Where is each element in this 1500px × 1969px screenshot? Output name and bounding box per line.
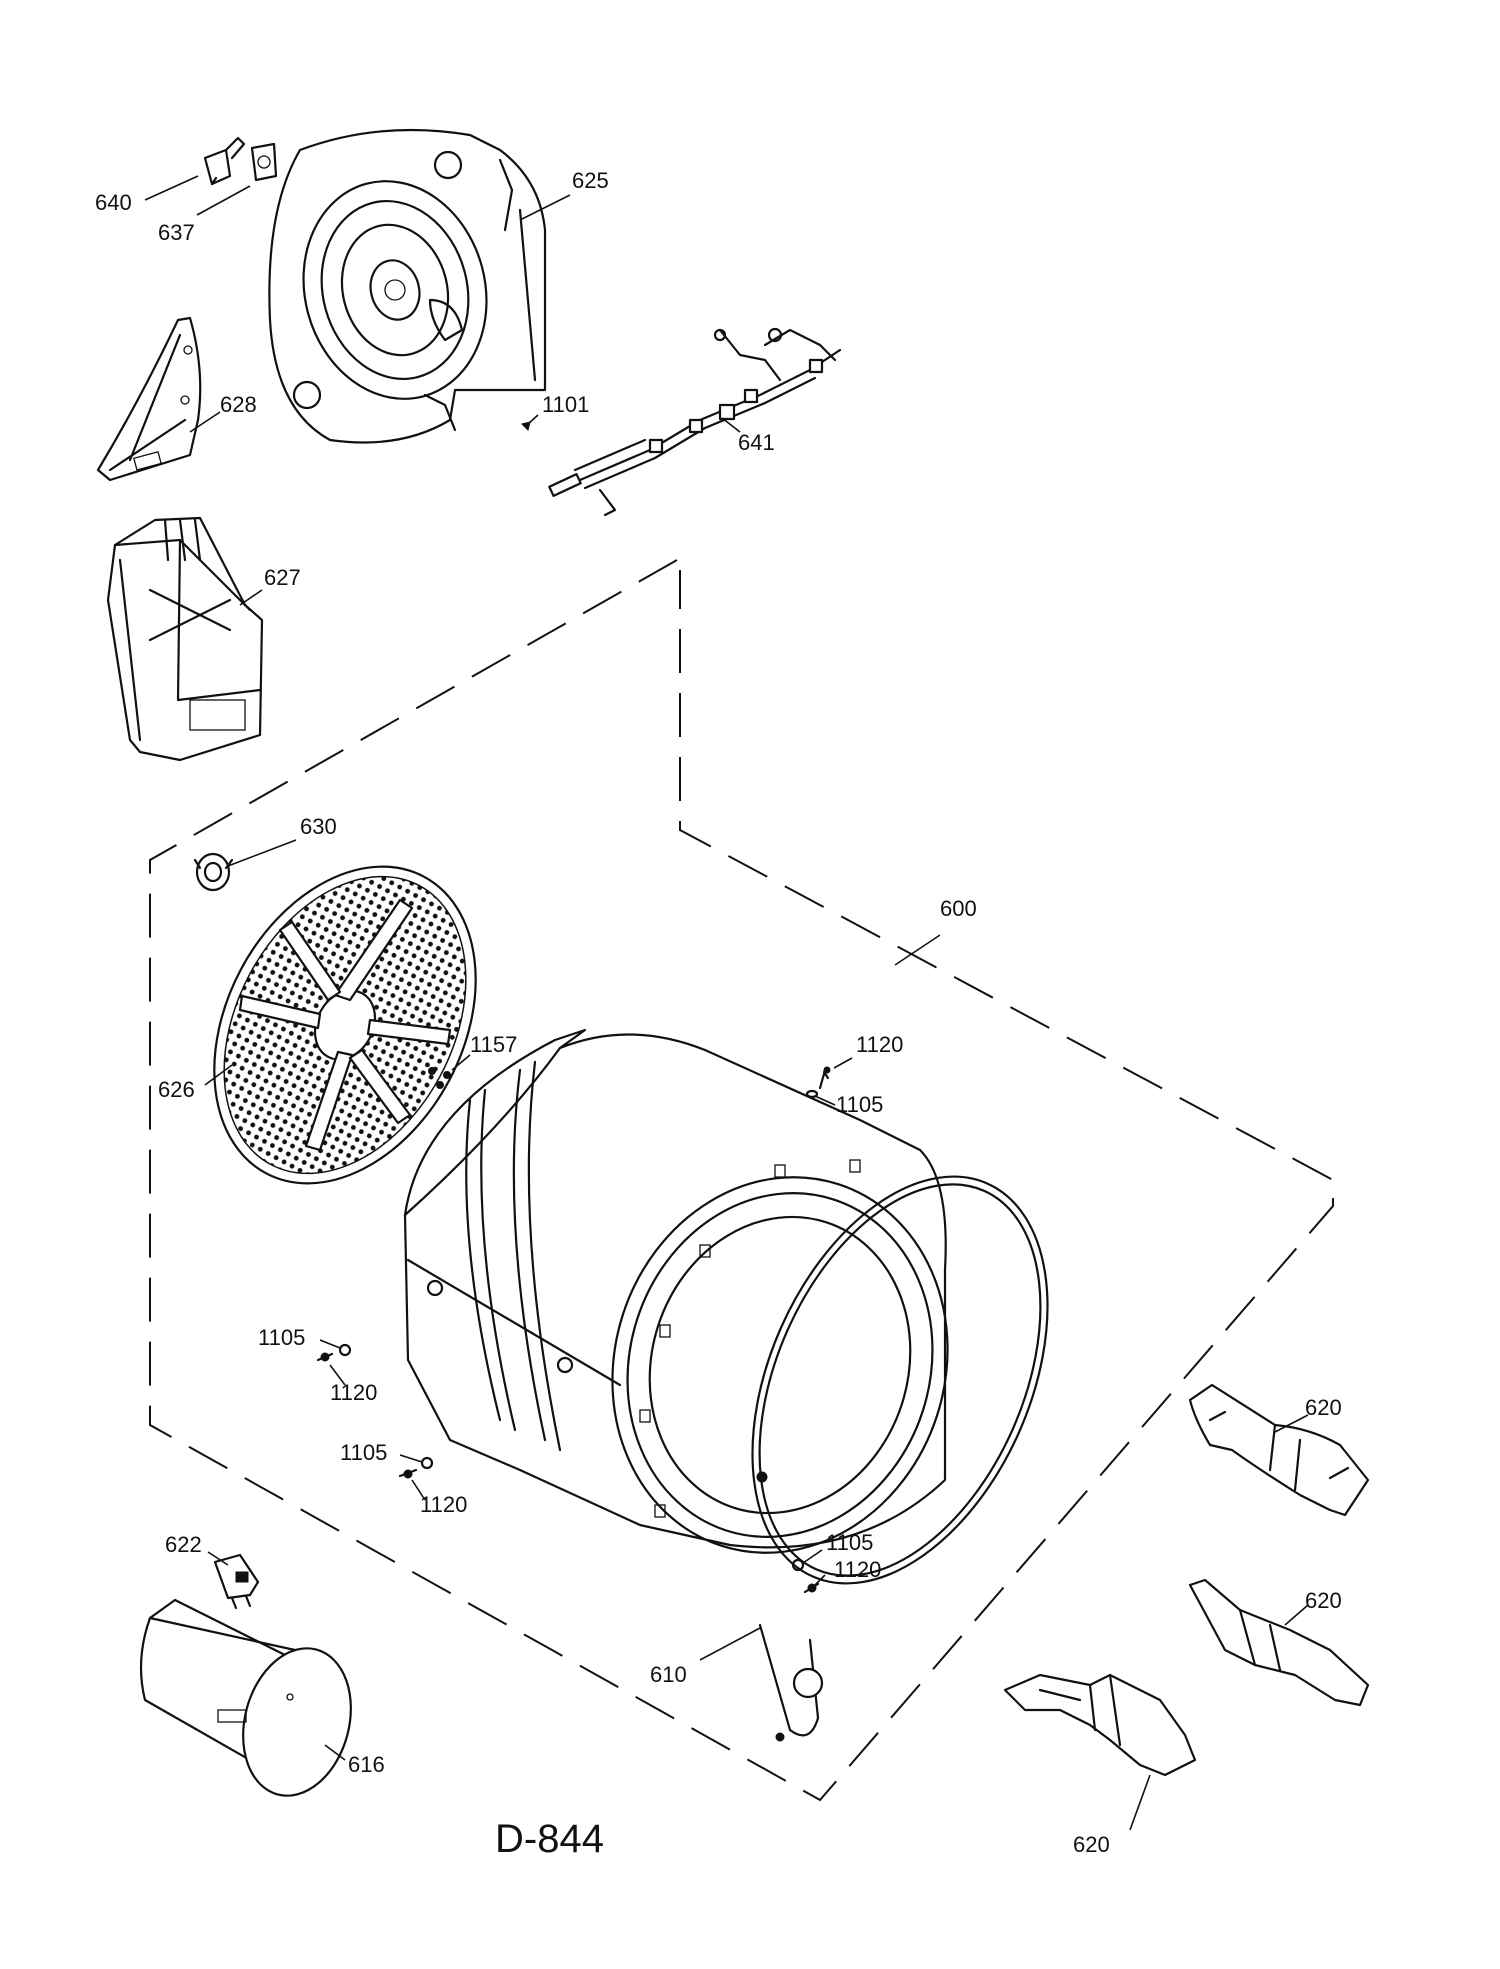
- part-610-drum: [403, 1028, 949, 1554]
- callout-620-c: 620: [1073, 1832, 1110, 1857]
- callout-630: 630: [300, 814, 337, 839]
- part-1120-screw-left1: [316, 1352, 334, 1362]
- callout-1105-top: 1105: [836, 1092, 883, 1117]
- part-1157-screws: [428, 1067, 451, 1089]
- part-1120-screw-top: [818, 1066, 831, 1090]
- drawing-code: D-844: [495, 1817, 604, 1861]
- callout-1120-top: 1120: [856, 1032, 903, 1057]
- callout-640: 640: [95, 190, 132, 215]
- callout-637: 637: [158, 220, 195, 245]
- part-1105-washer-left2: [420, 1456, 434, 1470]
- part-641-wire-harness: [548, 327, 842, 517]
- part-637-plate: [250, 142, 278, 182]
- callout-622: 622: [165, 1532, 202, 1557]
- callout-641: 641: [738, 430, 775, 455]
- callout-1101: 1101: [542, 392, 589, 417]
- part-620-glide-b: [1188, 1578, 1370, 1707]
- part-1105-washer-bottom: [791, 1558, 805, 1572]
- callout-620-b: 620: [1305, 1588, 1342, 1613]
- part-1105-washer-left1: [338, 1343, 352, 1357]
- part-620-glide-a: [1188, 1383, 1370, 1517]
- part-1120-screw-bottom: [803, 1582, 820, 1594]
- part-627-duct: [106, 516, 264, 762]
- part-1120-screw-left2: [398, 1468, 418, 1479]
- callout-1105-left1: 1105: [258, 1325, 305, 1350]
- drum-belt: [751, 1175, 1049, 1742]
- callout-1120-bottom: 1120: [834, 1557, 881, 1582]
- part-628-bracket: [96, 316, 202, 482]
- callout-1105-bottom: 1105: [826, 1530, 873, 1555]
- callout-620-a: 620: [1305, 1395, 1342, 1420]
- part-620-glide-c: [1003, 1673, 1197, 1777]
- part-616-heater: [139, 1598, 352, 1797]
- callout-1120-left2: 1120: [420, 1492, 467, 1517]
- callout-628: 628: [220, 392, 257, 417]
- part-630-hub: [193, 852, 234, 892]
- callout-616: 616: [348, 1752, 385, 1777]
- callout-625: 625: [572, 168, 609, 193]
- callout-1120-left1: 1120: [330, 1380, 377, 1405]
- callout-600: 600: [940, 896, 977, 921]
- part-625-blower-housing: [268, 128, 547, 444]
- callout-1105-left2: 1105: [340, 1440, 387, 1465]
- part-1105-washer-top: [805, 1089, 819, 1099]
- assembly-boundary-600: [149, 559, 1334, 1802]
- callout-labels: 640 637 625 628 1101 641 627 630 600 626…: [95, 168, 1342, 1857]
- callout-610: 610: [650, 1662, 687, 1687]
- callout-1157: 1157: [470, 1032, 517, 1057]
- part-640-bracket: [203, 136, 246, 186]
- part-622-switch: [213, 1553, 260, 1610]
- callout-627: 627: [264, 565, 301, 590]
- callout-626: 626: [158, 1077, 195, 1102]
- leader-lines: [144, 175, 1309, 1831]
- part-626-drum-back: [213, 865, 477, 1185]
